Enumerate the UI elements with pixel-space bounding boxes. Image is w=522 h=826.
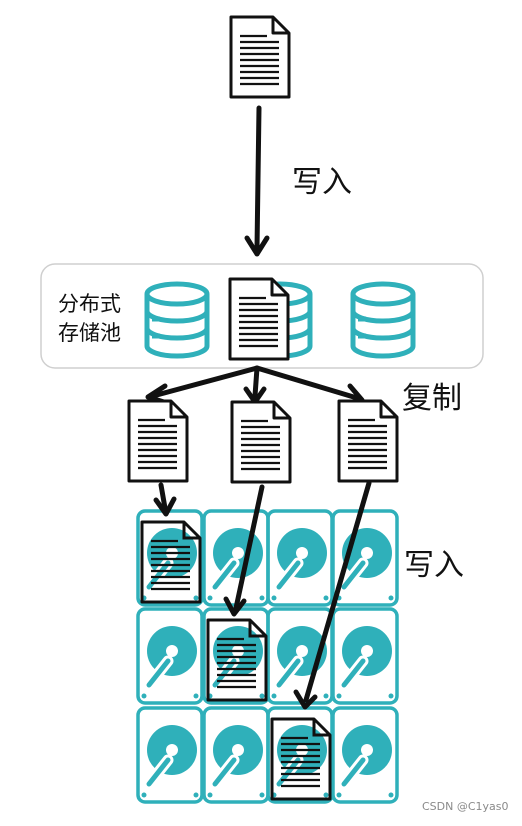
stored-document-icon [140, 520, 202, 604]
hard-drive-icon [138, 708, 202, 802]
stored-document-icon [206, 618, 268, 702]
hard-drive-icon [333, 511, 397, 605]
document-icon [230, 400, 292, 484]
arrow-copy-left [150, 365, 260, 399]
watermark: CSDN @C1yas0 [422, 800, 509, 813]
storage-pool-label: 分布式存储池 [58, 292, 121, 345]
replicate-label: 复制 [402, 381, 462, 416]
arrow-copy-right [254, 365, 360, 401]
arrow-write-top-head [244, 235, 270, 257]
stored-document-icon [270, 717, 332, 801]
document-icon [337, 399, 399, 483]
write-label-bottom: 写入 [404, 548, 464, 583]
hard-drive-icon [204, 708, 268, 802]
write-label-top: 写入 [292, 165, 352, 200]
document-icon [127, 399, 189, 483]
hard-drive-icon [138, 609, 202, 703]
hard-drive-icon [333, 609, 397, 703]
arrow-store-1 [158, 482, 168, 511]
arrow-write-top [254, 105, 262, 251]
hard-drive-icon [204, 511, 268, 605]
document-icon [229, 15, 291, 99]
arrow-copy-middle [252, 365, 260, 399]
arrow-store-2 [233, 484, 265, 611]
hard-drive-icon [268, 511, 332, 605]
hard-drive-icon [333, 708, 397, 802]
hard-drive-icon [268, 609, 332, 703]
arrow-store-3 [303, 480, 372, 703]
document-icon [228, 277, 290, 361]
